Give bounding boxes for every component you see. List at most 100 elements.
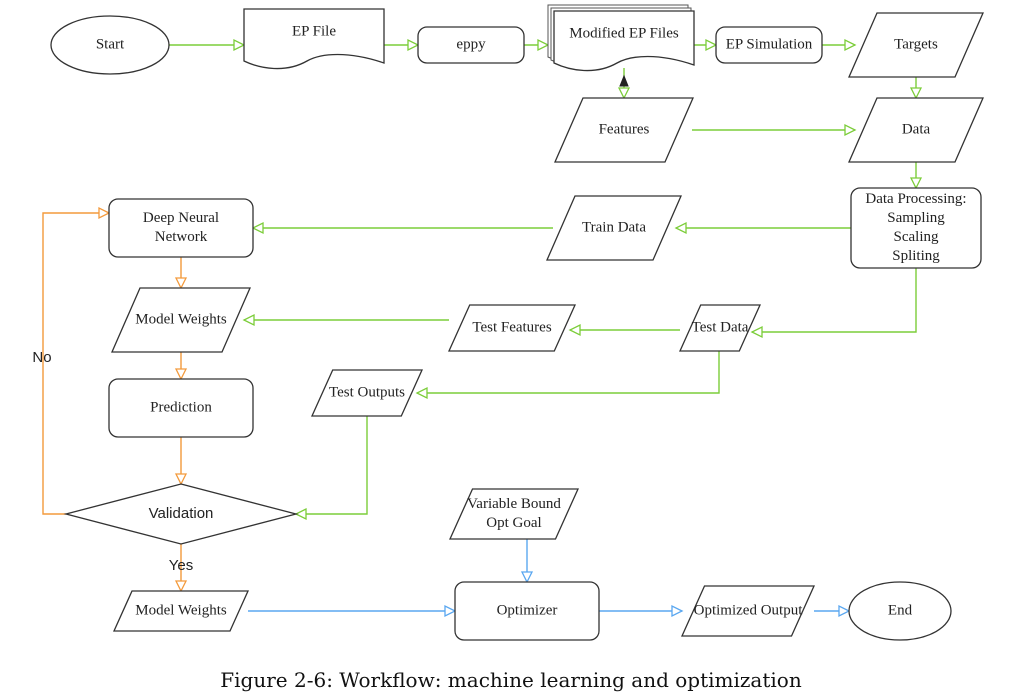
edge-targets-to-data bbox=[909, 77, 923, 100]
arrowhead-icon bbox=[415, 386, 428, 400]
arrowhead-icon bbox=[705, 38, 718, 52]
arrowhead-icon bbox=[444, 604, 457, 618]
node-model-weights-final: Model Weights bbox=[112, 590, 250, 632]
edge-validation-to-model-weights-final bbox=[174, 544, 188, 593]
arrowhead-icon bbox=[617, 87, 631, 100]
eppy-shape bbox=[417, 26, 525, 64]
data-shape bbox=[848, 97, 984, 163]
edge-data-to-data-processing bbox=[909, 162, 923, 190]
edge-optimized-output-to-end bbox=[814, 604, 851, 618]
edge-optimizer-to-optimized-output bbox=[599, 604, 684, 618]
variable-bound-shape bbox=[448, 488, 580, 540]
node-test-outputs: Test Outputs bbox=[310, 369, 424, 417]
edge-test-outputs-to-validation bbox=[294, 416, 368, 521]
edge-model-weights-train-to-prediction bbox=[174, 352, 188, 381]
node-start: Start bbox=[50, 15, 170, 75]
start-shape bbox=[50, 15, 170, 75]
arrowhead-icon bbox=[174, 473, 188, 486]
model-weights-final-shape bbox=[112, 590, 250, 632]
targets-shape bbox=[848, 12, 984, 78]
arrowhead-icon bbox=[568, 323, 581, 337]
arrowhead-icon bbox=[242, 313, 255, 327]
data-processing-label: Sampling bbox=[887, 210, 945, 226]
deep-neural-network-label: Deep Neural bbox=[143, 210, 219, 226]
ep-simulation-label: EP Simulation bbox=[726, 36, 813, 52]
arrowhead-icon bbox=[174, 368, 188, 381]
test-outputs-label: Test Outputs bbox=[329, 384, 405, 400]
data-processing-label: Scaling bbox=[894, 229, 939, 245]
test-features-shape bbox=[447, 304, 577, 352]
model-weights-final-label: Model Weights bbox=[135, 602, 227, 618]
edge-label-no: No bbox=[32, 349, 51, 366]
node-optimizer: Optimizer bbox=[454, 581, 600, 641]
node-ep-simulation: EP Simulation bbox=[715, 26, 823, 64]
edge-test-data-to-test-outputs-line bbox=[417, 351, 720, 394]
edge-train-data-to-deep-neural-network bbox=[251, 221, 553, 235]
end-shape bbox=[848, 581, 952, 641]
test-data-label: Test Data bbox=[692, 319, 749, 335]
data-processing-shape bbox=[850, 187, 982, 269]
arrowhead-icon bbox=[520, 571, 534, 584]
figure-caption: Figure 2-6: Workflow: machine learning a… bbox=[220, 668, 802, 692]
node-data: Data bbox=[848, 97, 984, 163]
edge-labels-layer: No Yes bbox=[32, 349, 193, 574]
optimized-output-label: Optimized Output bbox=[694, 602, 804, 618]
arrowhead-icon bbox=[174, 277, 188, 290]
node-model-weights-train: Model Weights bbox=[111, 287, 251, 353]
edges-layer bbox=[42, 38, 923, 618]
node-prediction: Prediction bbox=[108, 378, 254, 438]
arrowhead-icon bbox=[844, 123, 857, 137]
train-data-shape bbox=[546, 195, 682, 261]
variable-bound-label: Variable Bound bbox=[467, 496, 561, 512]
edge-start-to-ep-file bbox=[169, 38, 246, 52]
test-outputs-shape bbox=[310, 369, 424, 417]
node-test-features: Test Features bbox=[447, 304, 577, 352]
ep-file-label: EP File bbox=[292, 23, 336, 39]
edge-variable-bound-to-optimizer bbox=[520, 539, 534, 584]
edge-model-weights-final-to-optimizer bbox=[248, 604, 457, 618]
edge-eppy-to-modified-ep-files bbox=[524, 38, 550, 52]
arrowhead-icon bbox=[909, 177, 923, 190]
edge-data-processing-to-test-data-line bbox=[752, 268, 917, 333]
prediction-label: Prediction bbox=[150, 399, 212, 415]
optimizer-shape bbox=[454, 581, 600, 641]
arrowhead-icon bbox=[844, 38, 857, 52]
arrowhead-icon bbox=[174, 580, 188, 593]
variable-bound-label: Opt Goal bbox=[486, 515, 541, 531]
arrowhead-icon bbox=[537, 38, 550, 52]
end-label: End bbox=[888, 602, 913, 618]
edge-label-yes: Yes bbox=[169, 557, 193, 574]
validation-label: Validation bbox=[149, 505, 214, 522]
train-data-label: Train Data bbox=[582, 219, 646, 235]
model-weights-train-shape bbox=[111, 287, 251, 353]
node-train-data: Train Data bbox=[546, 195, 682, 261]
prediction-shape bbox=[108, 378, 254, 438]
arrowhead-icon bbox=[233, 38, 246, 52]
black-arrowhead-icon bbox=[619, 74, 629, 87]
ep-file-shape bbox=[243, 8, 385, 70]
start-label: Start bbox=[96, 36, 125, 52]
optimized-output-shape bbox=[680, 585, 816, 637]
node-end: End bbox=[848, 581, 952, 641]
arrowhead-icon bbox=[407, 38, 420, 52]
model-weights-train-label: Model Weights bbox=[135, 311, 227, 327]
node-ep-file: EP File bbox=[243, 8, 385, 70]
features-label: Features bbox=[599, 121, 650, 137]
arrowhead-icon bbox=[909, 87, 923, 100]
data-label: Data bbox=[902, 121, 931, 137]
edge-validation-to-deep-neural-network bbox=[42, 206, 111, 515]
edge-data-processing-to-train-data bbox=[674, 221, 851, 235]
arrowhead-icon bbox=[294, 507, 307, 521]
edge-ep-file-to-eppy bbox=[384, 38, 420, 52]
node-validation: Validation bbox=[63, 483, 299, 545]
edge-features-to-data bbox=[692, 123, 857, 137]
arrowhead-icon bbox=[674, 221, 687, 235]
edge-test-features-to-model-weights-train bbox=[242, 313, 449, 327]
test-data-shape bbox=[678, 304, 762, 352]
node-optimized-output: Optimized Output bbox=[680, 585, 816, 637]
node-eppy: eppy bbox=[417, 26, 525, 64]
